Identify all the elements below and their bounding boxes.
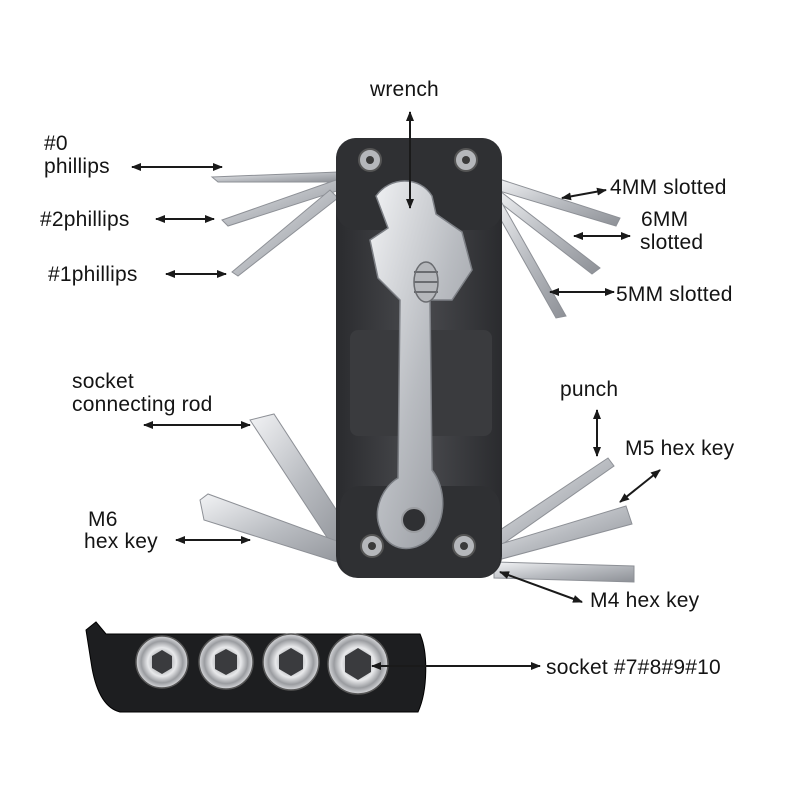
arrow-m5 — [619, 469, 661, 503]
arrow-slotted-4 — [561, 187, 607, 201]
wrench-hang-hole — [401, 507, 427, 533]
socket-7 — [135, 635, 189, 689]
label-wrench: wrench — [370, 78, 439, 101]
body-screws — [358, 148, 478, 558]
label-phillips-1: #1phillips — [48, 263, 138, 286]
label-connecting-rod-line2: connecting rod — [72, 393, 213, 416]
label-slotted-5mm: 5MM slotted — [616, 283, 733, 306]
label-phillips-0-number: #0 — [44, 132, 68, 155]
m4-hex-key — [493, 561, 635, 583]
label-sockets: socket #7#8#9#10 — [546, 656, 721, 679]
callout-arrows — [131, 111, 661, 670]
socket-9 — [262, 633, 320, 691]
label-connecting-rod-line1: socket — [72, 370, 134, 393]
label-slotted-6mm-type: slotted — [640, 231, 704, 254]
label-m6-size: M6 — [88, 508, 118, 531]
phillips-0-bit — [210, 171, 341, 183]
label-punch: punch — [560, 378, 619, 401]
socket-10 — [327, 633, 389, 695]
label-m4-hex-key: M4 hex key — [590, 589, 700, 612]
label-phillips-0-name: phillips — [44, 155, 110, 178]
label-m5-hex-key: M5 hex key — [625, 437, 735, 460]
label-slotted-6mm-size: 6MM — [641, 208, 689, 231]
adjustable-wrench — [369, 180, 473, 550]
socket-8 — [198, 634, 254, 690]
label-slotted-4mm: 4MM slotted — [610, 176, 727, 199]
label-m6-type: hex key — [84, 530, 158, 553]
arrow-m4 — [499, 571, 583, 603]
label-phillips-2: #2phillips — [40, 208, 130, 231]
